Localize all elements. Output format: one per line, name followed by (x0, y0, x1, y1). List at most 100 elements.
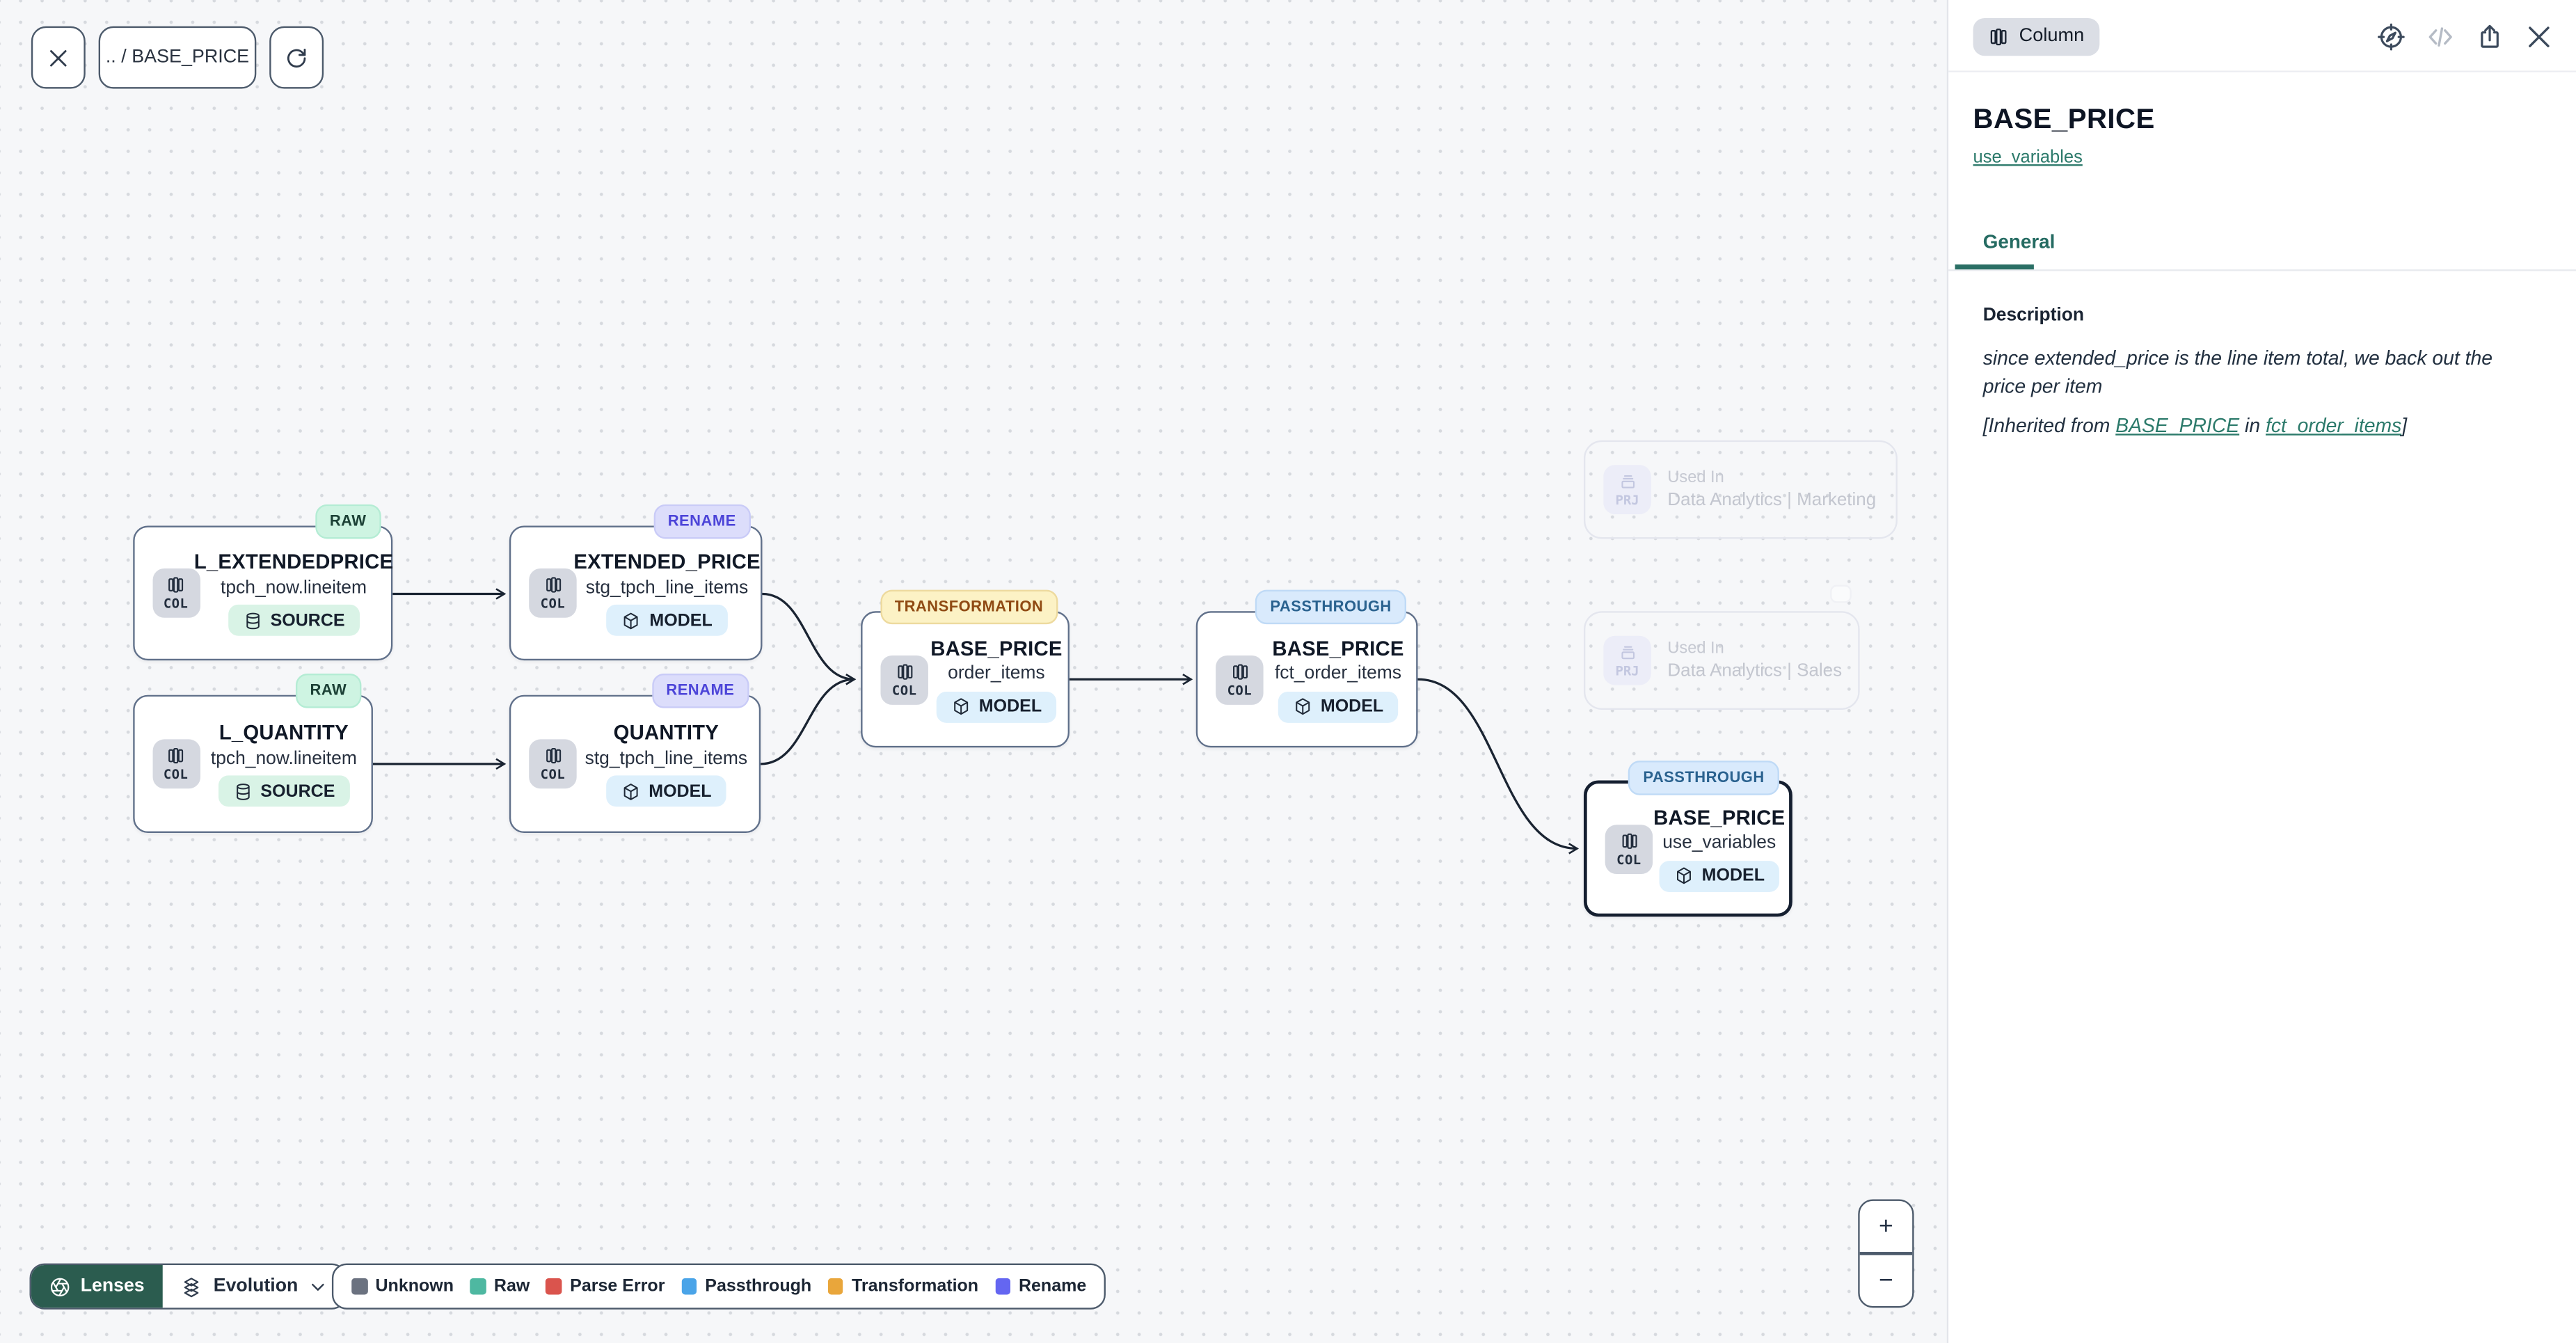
node-title: L_QUANTITY (218, 721, 349, 745)
evolution-badge: RENAME (651, 672, 749, 708)
lenses-button[interactable]: Lenses (31, 1264, 163, 1308)
column-type-chip: COL (529, 739, 577, 789)
cube-icon (1295, 698, 1310, 715)
inherited-column-link[interactable]: BASE_PRICE (2115, 413, 2240, 438)
cube-icon (624, 612, 639, 629)
lens-selector[interactable]: Evolution (163, 1265, 346, 1308)
column-chip-label: COL (163, 596, 189, 612)
legend-label: Parse Error (570, 1276, 665, 1296)
source-pill: SOURCE (228, 604, 360, 636)
project-chip: PRJ (1603, 635, 1651, 685)
used-in-title: Data Analytics | Sales (1667, 661, 1843, 681)
pill-label: MODEL (649, 610, 713, 630)
database-icon (246, 612, 259, 629)
legend-swatch (546, 1278, 562, 1294)
columns-icon (897, 663, 912, 679)
inherited-note: [Inherited from BASE_PRICE in fct_order_… (1983, 413, 2538, 441)
database-icon (236, 782, 249, 800)
node-title: BASE_PRICE (1653, 806, 1786, 829)
legend-swatch (681, 1278, 697, 1294)
column-chip-label: COL (540, 596, 566, 612)
used-in-node-sales[interactable]: PRJ Used In Data Analytics | Sales (1583, 611, 1860, 710)
zoom-in-button[interactable]: + (1860, 1201, 1913, 1253)
lenses-label: Lenses (80, 1276, 145, 1296)
column-type-chip: COL (880, 654, 928, 704)
panel-actions (2376, 0, 2554, 72)
column-chip-label: COL (1227, 682, 1253, 698)
columns-icon (545, 747, 560, 764)
node-title: L_EXTENDEDPRICE (193, 550, 394, 573)
legend-label: Passthrough (705, 1276, 812, 1296)
columns-icon (1621, 832, 1637, 848)
project-chip-label: PRJ (1615, 663, 1639, 679)
node-subtitle: use_variables (1662, 833, 1776, 853)
pill-label: MODEL (1701, 866, 1765, 886)
inherited-model-link[interactable]: fct_order_items (2265, 413, 2402, 438)
legend-swatch (827, 1278, 844, 1294)
used-in-label: Used In (1667, 469, 1724, 488)
close-lineage-button[interactable] (31, 26, 86, 89)
cube-icon (623, 782, 638, 800)
legend-item-transformation: Transformation (827, 1276, 978, 1296)
refresh-icon (286, 47, 305, 67)
zoom-out-button[interactable]: − (1860, 1255, 1913, 1306)
used-in-content: Used In Data Analytics | Sales (1667, 640, 1842, 681)
evolution-badge: RENAME (653, 503, 751, 539)
lineage-edge (761, 674, 857, 765)
node-subtitle: stg_tpch_line_items (585, 577, 749, 598)
node-subtitle: tpch_now.lineitem (210, 748, 357, 768)
node-title: BASE_PRICE (930, 636, 1063, 660)
model-link[interactable]: use_variables (1973, 148, 2083, 168)
columns-icon (168, 747, 184, 764)
faded-badge (1830, 585, 1852, 603)
legend-item-parse-error: Parse Error (546, 1276, 665, 1296)
description-text: since extended_price is the line item to… (1982, 347, 2493, 398)
chevron-down-icon (312, 1282, 325, 1290)
evolution-badge: PASSTHROUGH (1628, 759, 1779, 795)
entity-type-chip: Column (1973, 17, 2099, 56)
node-subtitle: order_items (948, 663, 1045, 684)
pill-label: MODEL (1320, 697, 1384, 717)
columns-icon (1990, 27, 2007, 45)
close-panel-icon[interactable] (2523, 21, 2554, 52)
compass-icon[interactable] (2376, 21, 2407, 52)
evolution-badge: RAW (295, 672, 362, 708)
inherited-middle: in (2239, 413, 2266, 438)
layers-icon (184, 1277, 199, 1297)
tab-general[interactable]: General (1982, 230, 2056, 253)
page-title: BASE_PRICE (1973, 103, 2155, 135)
refresh-button[interactable] (269, 26, 323, 89)
node-subtitle: fct_order_items (1274, 663, 1402, 684)
panel-header: Column (1948, 0, 2576, 72)
lineage-edge (1417, 678, 1580, 855)
node-subtitle: stg_tpch_line_items (585, 748, 748, 768)
legend-label: Raw (493, 1276, 530, 1296)
tab-active-indicator (1955, 264, 2034, 271)
code-icon[interactable] (2425, 21, 2456, 52)
columns-icon (168, 577, 184, 593)
entity-type-label: Column (2019, 26, 2085, 47)
breadcrumb[interactable]: .. / BASE_PRICE (98, 26, 257, 89)
column-chip-label: COL (1616, 852, 1641, 867)
used-in-label: Used In (1667, 639, 1724, 658)
legend-swatch (470, 1278, 486, 1294)
model-pill: MODEL (936, 690, 1057, 722)
legend-swatch (351, 1278, 367, 1294)
columns-icon (545, 577, 560, 593)
share-icon[interactable] (2474, 21, 2506, 52)
evolution-badge: TRANSFORMATION (880, 589, 1058, 623)
